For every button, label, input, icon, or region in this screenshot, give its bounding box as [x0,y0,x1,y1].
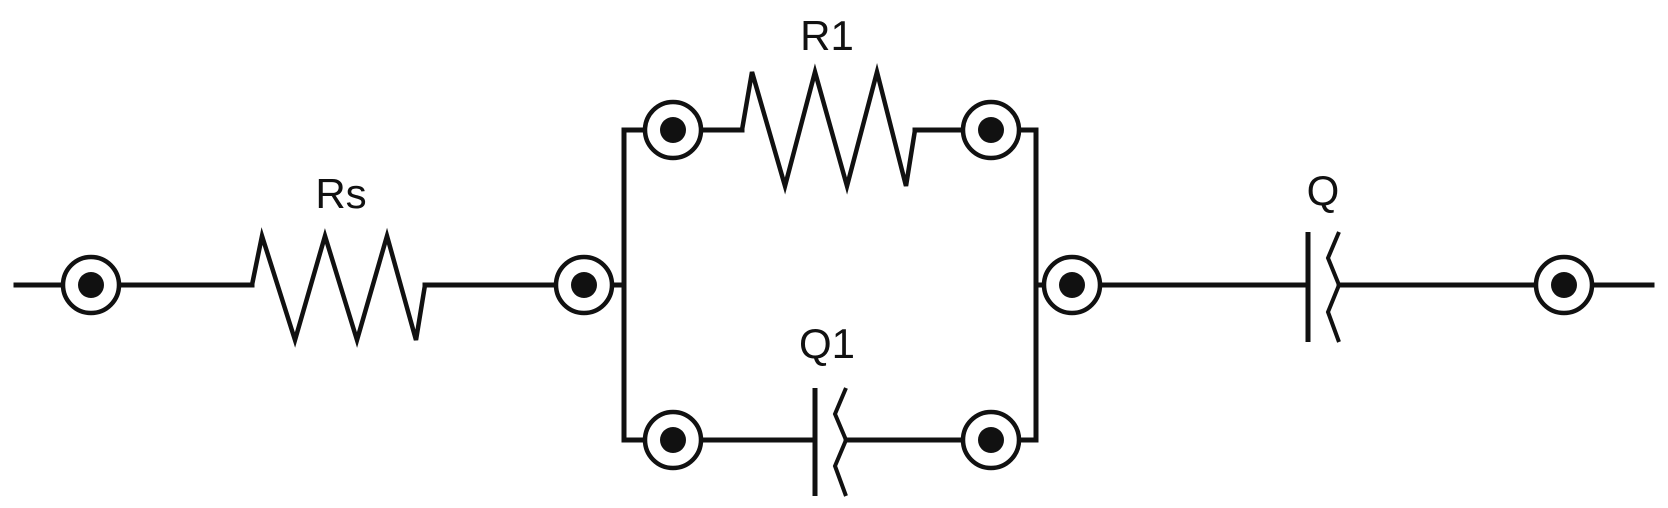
resistor-rs [249,227,428,348]
label-r1: R1 [800,12,854,59]
resistor-r1 [739,63,918,195]
parallel-right-bus [1015,127,1039,443]
node-q1-left [642,409,704,471]
terminal-node-right [1533,254,1595,316]
parallel-left-bus [621,127,649,443]
label-q: Q [1307,167,1340,214]
node-rs-right [553,254,615,316]
node-r1-right [960,99,1022,161]
node-parallel-right [1041,254,1103,316]
node-r1-left [642,99,704,161]
node-q1-right [960,409,1022,471]
terminal-node-left [60,254,122,316]
label-rs: Rs [315,170,366,217]
label-q1: Q1 [799,320,855,367]
